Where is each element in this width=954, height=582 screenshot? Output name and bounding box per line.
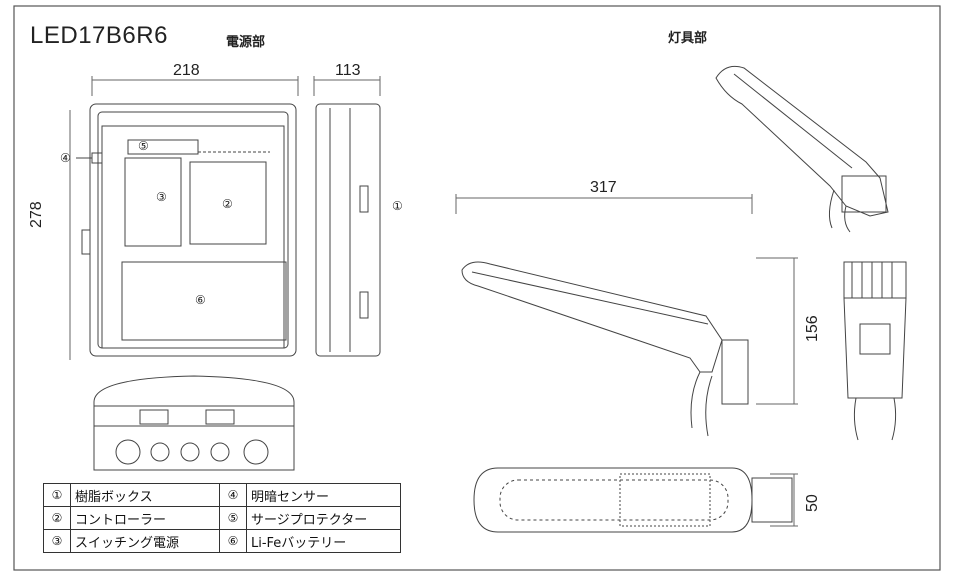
light-side-view: [455, 194, 798, 437]
legend-num: ②: [43, 506, 71, 530]
callout-6: ⑥: [195, 293, 206, 307]
callout-3: ③: [156, 190, 167, 204]
power-unit-front-view: [69, 76, 299, 360]
power-unit-bottom-view: [93, 375, 295, 471]
legend-row: ① 樹脂ボックス ④ 明暗センサー: [43, 483, 401, 507]
parts-legend-table: ① 樹脂ボックス ④ 明暗センサー ② コントローラー ⑤ サージプロテクター …: [43, 483, 401, 553]
drawing-border: [13, 5, 941, 571]
legend-label: スイッチング電源: [70, 529, 220, 553]
legend-num: ③: [43, 529, 71, 553]
legend-label: コントローラー: [70, 506, 220, 530]
dim-power-width: 218: [173, 62, 200, 79]
callout-2: ②: [222, 197, 233, 211]
light-end-view: [843, 261, 907, 441]
callout-1: ①: [392, 199, 403, 213]
light-bottom-view: [473, 467, 798, 533]
callout-5: ⑤: [138, 139, 149, 153]
dim-power-height: 278: [28, 201, 45, 228]
legend-num: ⑤: [219, 506, 247, 530]
model-title: LED17B6R6: [30, 22, 168, 49]
dim-power-depth: 113: [335, 62, 361, 79]
legend-num: ④: [219, 483, 247, 507]
dim-light-width: 50: [804, 494, 821, 512]
legend-num: ①: [43, 483, 71, 507]
legend-row: ② コントローラー ⑤ サージプロテクター: [43, 506, 401, 530]
power-section-label: 電源部: [226, 35, 266, 50]
light-section-label: 灯具部: [668, 31, 708, 46]
legend-label: Li-Feバッテリー: [246, 529, 401, 553]
legend-num: ⑥: [219, 529, 247, 553]
callout-4: ④: [60, 151, 71, 165]
legend-label: サージプロテクター: [246, 506, 401, 530]
power-unit-side-view: [313, 76, 381, 357]
legend-label: 明暗センサー: [246, 483, 401, 507]
light-arm-top-view: [715, 65, 889, 233]
dim-light-height: 156: [804, 315, 821, 342]
legend-label: 樹脂ボックス: [70, 483, 220, 507]
dim-light-length: 317: [590, 179, 617, 196]
legend-row: ③ スイッチング電源 ⑥ Li-Feバッテリー: [43, 529, 401, 553]
